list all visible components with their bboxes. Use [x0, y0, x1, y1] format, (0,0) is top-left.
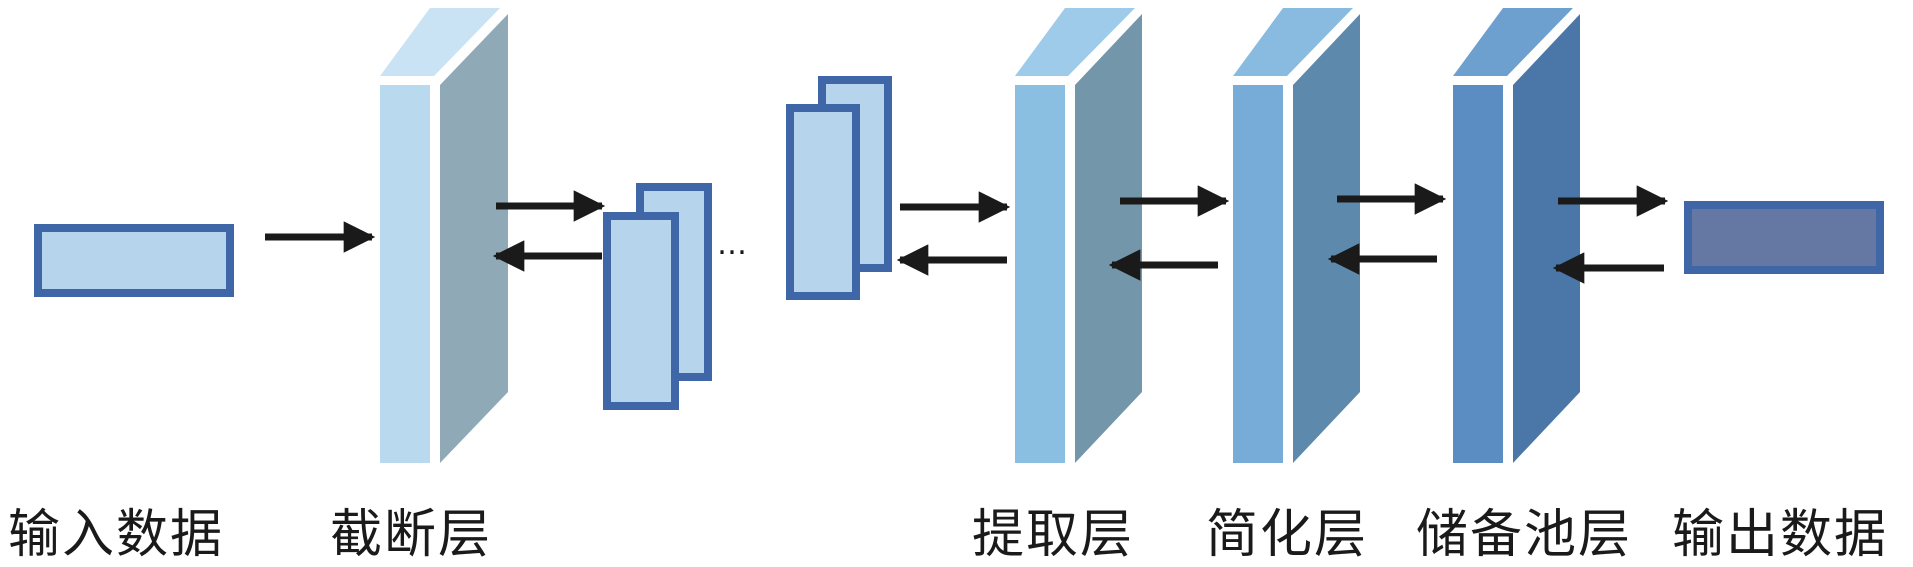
ellipsis: … — [717, 227, 747, 262]
output-data-box — [1684, 201, 1884, 274]
reservoir-layer-front — [1453, 85, 1503, 463]
extraction-layer-side — [1075, 14, 1142, 463]
extraction-layer — [1015, 8, 1142, 463]
simplification-layer-front — [1233, 85, 1283, 463]
reservoir-layer-top — [1453, 8, 1573, 76]
truncation-layer-top — [380, 8, 500, 76]
output-data-label: 输出数据 — [1672, 505, 1889, 565]
truncation-layer-front — [380, 85, 430, 463]
extraction-layer-label: 提取层 — [972, 505, 1135, 565]
input-data-label: 输入数据 — [8, 505, 225, 565]
extraction-layer-top — [1015, 8, 1135, 76]
simplification-layer-top — [1233, 8, 1353, 76]
truncation-layer — [380, 8, 508, 463]
sub-block-front-2 — [786, 104, 860, 300]
sub-block-front-1 — [603, 212, 679, 410]
input-data-box — [34, 224, 234, 297]
simplification-layer-label: 简化层 — [1206, 505, 1369, 565]
simplification-layer — [1233, 8, 1360, 463]
truncation-layer-label: 截断层 — [330, 505, 493, 565]
simplification-layer-side — [1293, 14, 1360, 463]
truncation-layer-side — [440, 14, 508, 463]
reservoir-layer-label: 储备池层 — [1416, 505, 1633, 565]
reservoir-layer — [1453, 8, 1580, 463]
reservoir-layer-side — [1513, 14, 1580, 463]
extraction-layer-front — [1015, 85, 1065, 463]
